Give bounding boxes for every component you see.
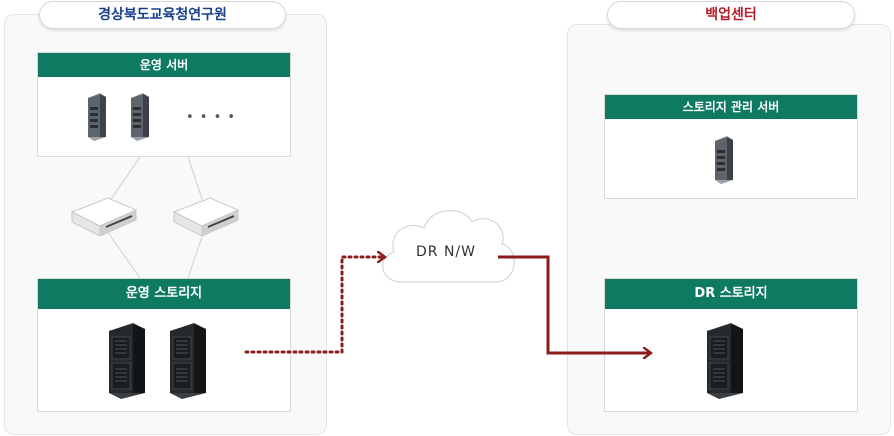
dotted-replication-arrow — [244, 257, 384, 354]
server-icon — [128, 93, 152, 141]
link-server-switch-right — [187, 156, 206, 209]
operation-storage-header: 운영 스토리지 — [38, 279, 290, 309]
operation-server-panel: 운영 서버 — [37, 52, 291, 157]
operation-server-header: 운영 서버 — [38, 53, 290, 77]
backup-center-title: 백업센터 — [607, 1, 855, 29]
cloud-label: DR N/W — [416, 244, 476, 260]
link-switch-left-storage — [104, 227, 141, 279]
solid-replication-arrow — [498, 255, 650, 353]
storage-rack-icon — [168, 323, 208, 399]
more-servers-ellipsis: • • • • — [186, 110, 237, 125]
storage-mgmt-server-header: 스토리지 관리 서버 — [605, 95, 857, 119]
storage-mgmt-server-panel: 스토리지 관리 서버 — [604, 94, 858, 199]
network-switch-icon — [70, 196, 138, 238]
network-switch-icon — [172, 196, 240, 238]
operation-storage-panel: 운영 스토리지 — [37, 278, 291, 412]
storage-rack-icon — [705, 323, 745, 399]
dr-storage-header: DR 스토리지 — [605, 279, 857, 309]
server-icon — [712, 136, 736, 184]
source-site-title: 경상북도교육청연구원 — [39, 1, 286, 29]
server-icon — [85, 93, 109, 141]
cloud-icon — [382, 209, 515, 283]
storage-rack-icon — [107, 323, 147, 399]
